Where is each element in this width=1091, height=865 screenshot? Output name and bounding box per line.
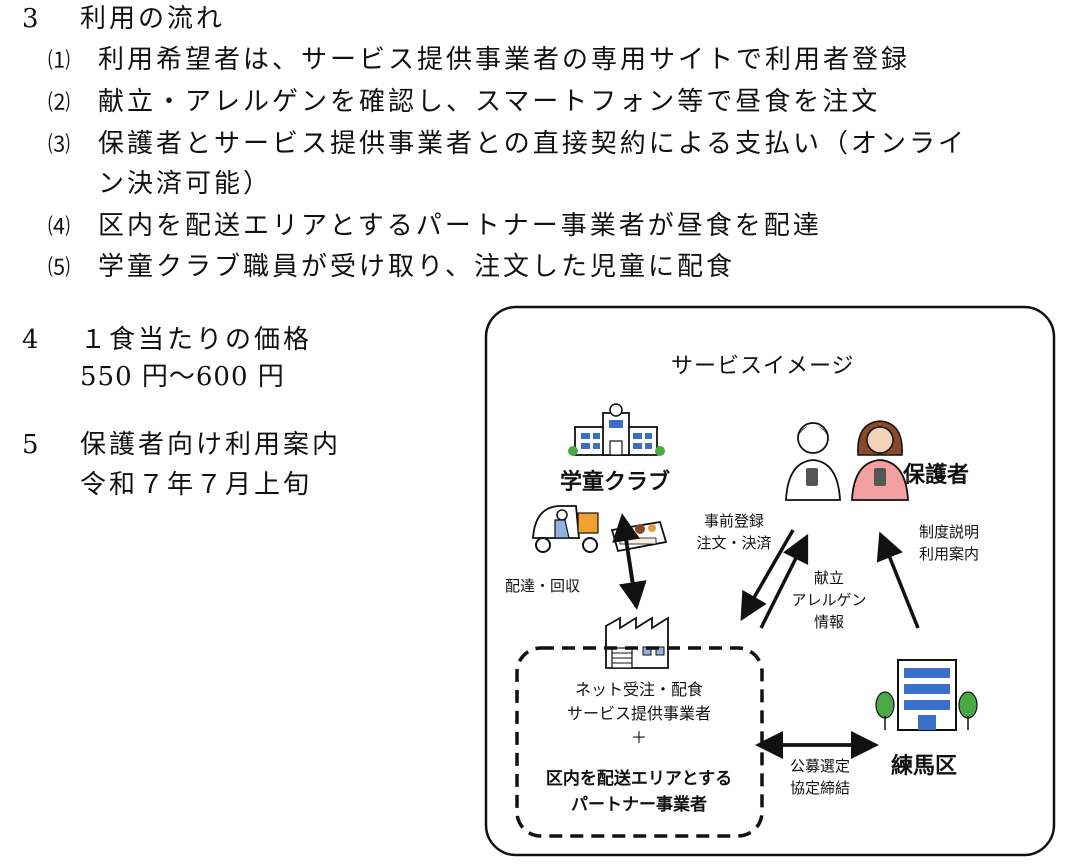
system-line: 利用案内 (918, 545, 979, 563)
menu-line: 献立 (813, 569, 844, 587)
provider-label: ネット受注・配食 サービス提供事業者 ＋ (520, 678, 758, 750)
provider-line: ネット受注・配食 (574, 680, 703, 699)
section-3-heading: 3 利用の流れ (22, 4, 225, 34)
section-title: 保護者向け利用案内 (80, 430, 342, 460)
guardian-label: 保護者 (903, 463, 970, 488)
arrow-ward-to-guardian (876, 531, 920, 629)
item-text: 学童クラブ職員が受け取り、注文した児童に配食 (98, 252, 735, 282)
item-number: ⑴ (48, 49, 74, 74)
registration-line: 注文・決済 (696, 534, 772, 552)
section-title: 利用の流れ (80, 4, 226, 34)
provider-line: サービス提供事業者 (566, 704, 711, 723)
menu-line: アレルゲン (791, 591, 867, 609)
registration-label: 事前登録 注文・決済 (690, 510, 778, 554)
bento-box-icon (610, 520, 668, 553)
item-number: ⑸ (48, 256, 74, 281)
factory-icon (605, 616, 669, 669)
registration-line: 事前登録 (703, 512, 764, 530)
guardian-woman-icon (851, 420, 909, 501)
partner-line: パートナー事業者 (571, 795, 707, 815)
diagram-frame (484, 305, 1056, 857)
section-number: 5 (22, 430, 42, 460)
section-5-heading: 5 保護者向け利用案内 (22, 430, 341, 460)
delivery-scooter-icon (532, 505, 599, 553)
flow-item: ⑷ 区内を配送エリアとするパートナー事業者が昼食を配達 (48, 211, 822, 243)
price-value: 550 円～600 円 (80, 362, 285, 392)
section-number: 3 (22, 4, 42, 34)
item-text: 保護者とサービス提供事業者との直接契約による支払い（オンライ (98, 129, 967, 159)
section-title: １食当たりの価格 (80, 325, 313, 355)
ward-label: 練馬区 (891, 754, 958, 779)
partner-line: 区内を配送エリアとする (545, 769, 733, 789)
plus-sign: ＋ (630, 728, 647, 747)
item-number: ⑶ (48, 133, 74, 158)
flow-item: ⑵ 献立・アレルゲンを確認し、スマートフォン等で昼食を注文 (48, 87, 880, 119)
item-text-continued: ン決済可能） (98, 169, 273, 199)
flow-item: ⑶ 保護者とサービス提供事業者との直接契約による支払い（オンライ (48, 129, 967, 161)
arrow-club-to-factory (618, 524, 647, 610)
item-text: 利用希望者は、サービス提供事業者の専用サイトで利用者登録 (98, 45, 911, 75)
item-text: 区内を配送エリアとするパートナー事業者が昼食を配達 (98, 211, 822, 241)
school-building-icon (568, 403, 665, 456)
system-line: 制度説明 (918, 523, 979, 541)
partner-label: 区内を配送エリアとする パートナー事業者 (520, 766, 758, 818)
section-4-heading: 4 １食当たりの価格 (22, 325, 312, 355)
diagram-title: サービスイメージ (671, 354, 855, 379)
ward-office-icon (875, 659, 978, 731)
guardian-man-icon (785, 422, 841, 501)
delivery-label: 配達・回収 (505, 577, 581, 595)
arrow-provider-to-guardian (759, 533, 809, 629)
selection-line: 公募選定 (789, 757, 850, 775)
item-number: ⑷ (48, 215, 74, 240)
menu-info-label: 献立 アレルゲン 情報 (783, 567, 875, 633)
selection-line: 協定締結 (789, 779, 850, 797)
club-label: 学童クラブ (560, 470, 671, 495)
item-number: ⑵ (48, 91, 74, 116)
guide-value: 令和７年７月上旬 (80, 470, 313, 500)
menu-line: 情報 (813, 613, 844, 631)
flow-item-continued: ン決済可能） (98, 169, 272, 199)
section-number: 4 (22, 325, 42, 355)
item-text: 献立・アレルゲンを確認し、スマートフォン等で昼食を注文 (98, 87, 881, 117)
selection-label: 公募選定 協定締結 (776, 755, 864, 799)
flow-item: ⑸ 学童クラブ職員が受け取り、注文した児童に配食 (48, 252, 735, 284)
flow-item: ⑴ 利用希望者は、サービス提供事業者の専用サイトで利用者登録 (48, 45, 910, 77)
system-info-label: 制度説明 利用案内 (905, 521, 993, 565)
